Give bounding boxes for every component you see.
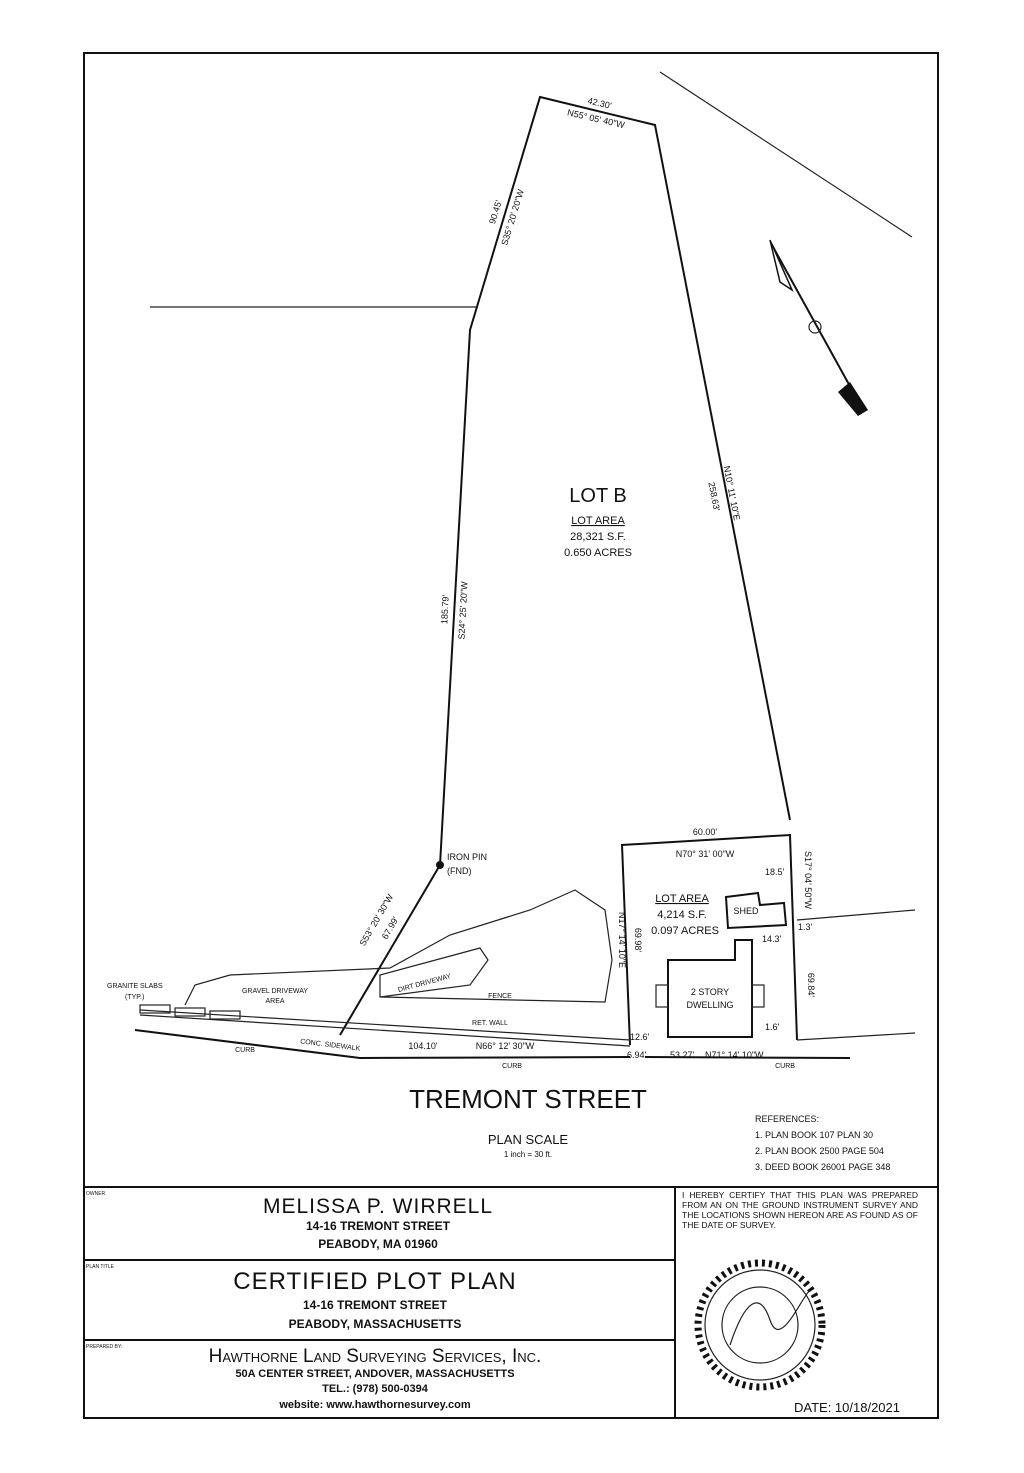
offset-126: 12.6' bbox=[630, 1032, 650, 1042]
small-lot-boundary bbox=[620, 833, 916, 1046]
fence-label: FENCE bbox=[488, 993, 512, 1000]
right-bearing: N10° 11' 10"E bbox=[722, 465, 742, 521]
plan-title-label: PLAN TITLE bbox=[86, 1264, 115, 1270]
company-phone: TEL.: (978) 500-0394 bbox=[322, 1383, 429, 1395]
curb-label-2: CURB bbox=[502, 1063, 522, 1070]
small-lot-left-distance: 69.98' bbox=[633, 928, 643, 953]
small-lot-area-acres: 0.097 ACRES bbox=[651, 925, 719, 937]
plan-address-1: 14-16 TREMONT STREET bbox=[303, 1298, 448, 1312]
dwelling-label-2: DWELLING bbox=[686, 1000, 733, 1010]
street-distance-1: 104.10' bbox=[408, 1041, 438, 1051]
survey-date: DATE: 10/18/2021 bbox=[794, 1400, 900, 1415]
plan-scale-value: 1 inch = 30 ft. bbox=[504, 1150, 552, 1159]
offset-18: 18.5' bbox=[765, 867, 785, 877]
certification-text: I HEREBY CERTIFY THAT THIS PLAN WAS PREP… bbox=[682, 1190, 918, 1230]
street-distance-2: 6.94' bbox=[627, 1050, 647, 1060]
curb-label-1: CURB bbox=[235, 1047, 255, 1054]
dwelling-label-1: 2 STORY bbox=[691, 987, 729, 997]
site-features bbox=[134, 889, 916, 1060]
iron-pin-label: IRON PIN bbox=[447, 852, 487, 862]
street-bearing-1: N66° 12' 30"W bbox=[476, 1041, 535, 1051]
prepared-by-label: PREPARED BY: bbox=[86, 1344, 122, 1350]
small-lot-area-label: LOT AREA bbox=[655, 893, 709, 905]
granite-typ-label: (TYP.) bbox=[125, 994, 144, 1001]
iron-pin-fnd: (FND) bbox=[447, 866, 472, 876]
owner-label: OWNER bbox=[86, 1191, 106, 1197]
street-name: TREMONT STREET bbox=[409, 1084, 647, 1114]
shed-label: SHED bbox=[733, 906, 759, 916]
reference-item: 2. PLAN BOOK 2500 PAGE 504 bbox=[755, 1146, 884, 1156]
granite-slabs-label: GRANITE SLABS bbox=[107, 983, 163, 990]
references-title: REFERENCES: bbox=[755, 1114, 819, 1124]
small-lot-right-distance: 69.84' bbox=[806, 973, 816, 998]
owner-address-2: PEABODY, MA 01960 bbox=[318, 1237, 438, 1251]
street-bearing-2: N71° 14' 10"W bbox=[705, 1050, 764, 1060]
company-website-link[interactable]: website: www.hawthornesurvey.com bbox=[278, 1399, 471, 1411]
gravel-area-label: AREA bbox=[265, 998, 284, 1005]
reference-item: 3. DEED BOOK 26001 PAGE 348 bbox=[755, 1162, 890, 1172]
offset-14: 14.3' bbox=[762, 934, 782, 944]
gravel-driveway-label: GRAVEL DRIVEWAY bbox=[242, 988, 308, 995]
north-arrow-icon bbox=[769, 239, 868, 416]
sheet-border bbox=[83, 52, 939, 1419]
small-lot-area-sf: 4,214 S.F. bbox=[657, 909, 707, 921]
reference-item: 1. PLAN BOOK 107 PLAN 30 bbox=[755, 1130, 873, 1140]
offset-16: 1.6' bbox=[765, 1022, 780, 1032]
small-lot-top-bearing: N70° 31' 00"W bbox=[676, 849, 735, 859]
curb-label-3: CURB bbox=[775, 1063, 795, 1070]
small-lot-left-bearing: N17° 14' 10"E bbox=[617, 912, 627, 968]
company-address: 50A CENTER STREET, ANDOVER, MASSACHUSETT… bbox=[235, 1368, 514, 1380]
ret-wall-label: RET. WALL bbox=[472, 1020, 508, 1027]
lot-b-boundary bbox=[150, 71, 913, 1036]
plan-title: CERTIFIED PLOT PLAN bbox=[233, 1268, 517, 1295]
lot-b-area-acres: 0.650 ACRES bbox=[564, 547, 632, 559]
sidewalk-label: CONC. SIDEWALK bbox=[300, 1038, 361, 1052]
lower-left-bearing: S24° 25' 20"W bbox=[456, 581, 469, 640]
title-block: OWNER PLAN TITLE PREPARED BY: MELISSA P.… bbox=[84, 1186, 938, 1418]
offset-13: 1.3' bbox=[798, 922, 813, 932]
upper-left-distance: 90.45' bbox=[487, 199, 504, 225]
lot-b-title: LOT B bbox=[569, 485, 626, 507]
small-lot-top-distance: 60.00' bbox=[693, 827, 718, 837]
street-distance-3: 53.27' bbox=[670, 1050, 695, 1060]
references: REFERENCES: 1. PLAN BOOK 107 PLAN 30 2. … bbox=[755, 1114, 890, 1172]
signature bbox=[729, 1289, 811, 1346]
lower-left-distance: 185.79' bbox=[439, 594, 451, 624]
small-lot-right-bearing: S17° 04' 50"W bbox=[803, 851, 813, 910]
plan-scale-title: PLAN SCALE bbox=[488, 1132, 569, 1147]
owner-name: MELISSA P. WIRRELL bbox=[263, 1195, 493, 1218]
lot-b-area-label: LOT AREA bbox=[571, 515, 625, 527]
surveyor-seal bbox=[694, 1259, 826, 1391]
company-name: Hawthorne Land Surveying Services, Inc. bbox=[209, 1346, 542, 1367]
owner-address-1: 14-16 TREMONT STREET bbox=[306, 1219, 451, 1233]
plan-address-2: PEABODY, MASSACHUSETTS bbox=[289, 1317, 462, 1331]
iron-pin-marker bbox=[436, 861, 444, 869]
lot-b-area-sf: 28,321 S.F. bbox=[570, 531, 626, 543]
right-distance: 258.63' bbox=[706, 481, 721, 512]
